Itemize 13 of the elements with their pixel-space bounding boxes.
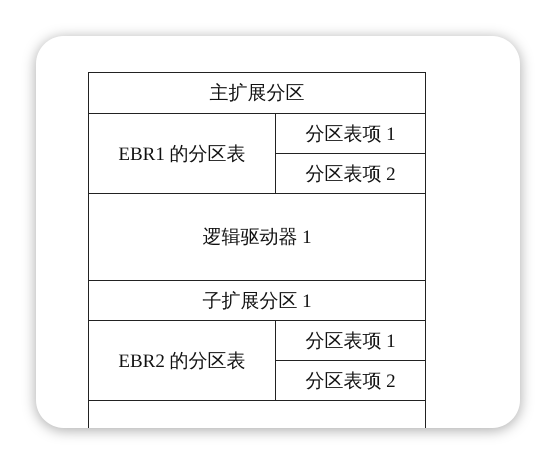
cell-label: EBR2 的分区表	[118, 350, 246, 374]
cell-label: 分区表项 2	[305, 162, 396, 186]
cell-label: 主扩展分区	[210, 82, 304, 106]
cell-label: 分区表项 2	[305, 370, 396, 394]
table-cell	[88, 193, 426, 281]
empty-table-cell	[88, 400, 426, 428]
table-cell	[88, 280, 426, 321]
cell-label: EBR1 的分区表	[118, 142, 246, 166]
cell-label: 逻辑驱动器 1	[202, 226, 312, 250]
cell-label: 子扩展分区 1	[202, 290, 312, 314]
cell-label: 分区表项 1	[305, 330, 396, 354]
cell-label: 分区表项 1	[305, 122, 396, 146]
table-cell	[88, 72, 426, 114]
